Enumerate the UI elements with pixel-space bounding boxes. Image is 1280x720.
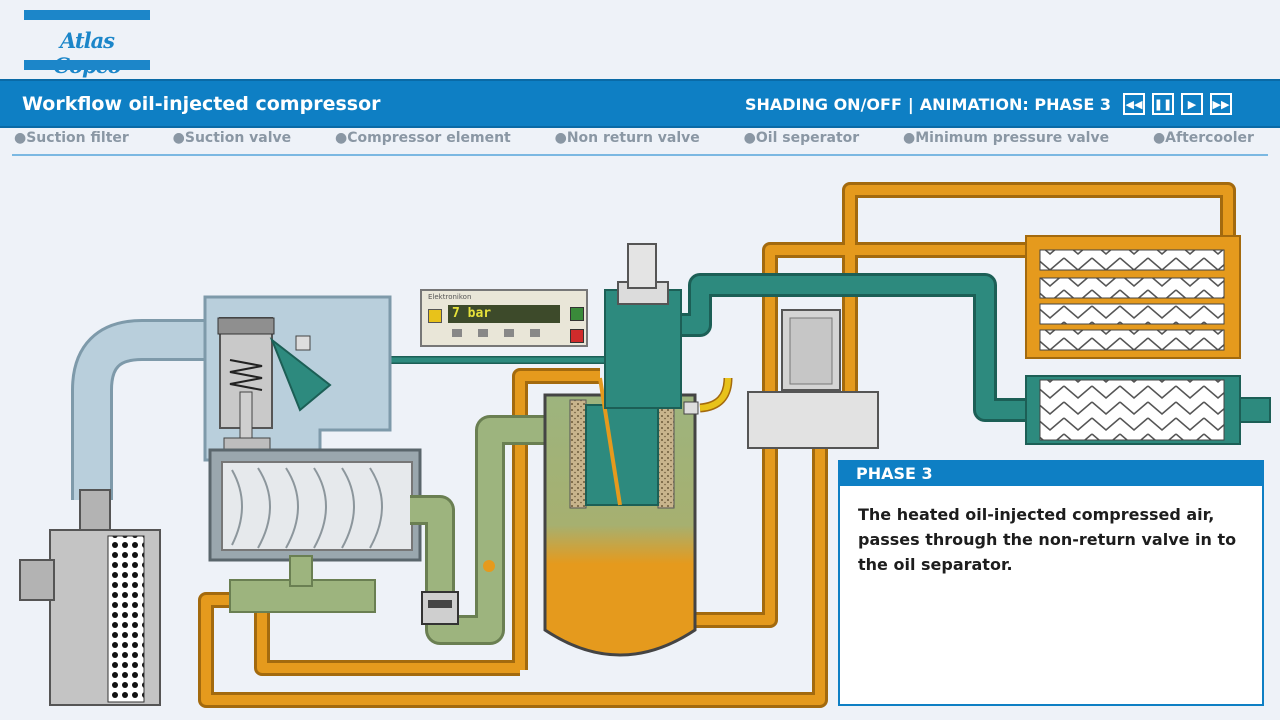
controls-separator: | [907, 94, 914, 114]
pause-icon: ❚❚ [1153, 97, 1173, 111]
compressor-element [208, 448, 422, 613]
shading-toggle[interactable]: SHADING ON/OFF [744, 94, 902, 114]
divider [12, 154, 1268, 156]
phase-description: The heated oil-injected compressed air, … [858, 505, 1237, 574]
component-nav: ●Suction filter ●Suction valve ●Compress… [14, 130, 1254, 150]
oil-cooler [1025, 235, 1241, 359]
atlas-copco-logo: Atlas Copco [24, 10, 150, 78]
rewind-icon: ◀◀ [1125, 97, 1143, 111]
fast-forward-button[interactable]: ▶▶ [1210, 93, 1232, 115]
component-suction-valve[interactable]: ●Suction valve [172, 130, 292, 146]
compressor-diagram [19, 182, 1271, 708]
controller-keypad [452, 329, 540, 337]
component-suction-filter[interactable]: ●Suction filter [14, 130, 129, 146]
controller-start-icon[interactable] [570, 307, 584, 321]
controller-model: Elektronikon [428, 293, 472, 301]
suction-filter [19, 489, 161, 706]
fast-forward-icon: ▶▶ [1212, 97, 1230, 111]
discharge-line [410, 415, 560, 645]
controller-led-icon [428, 309, 442, 323]
non-return-valve [421, 591, 459, 625]
suction-valve [203, 295, 392, 462]
controller-key[interactable] [530, 329, 540, 337]
animation-controls: SHADING ON/OFF | ANIMATION: PHASE 3 ◀◀ ❚… [745, 93, 1232, 115]
component-minimum-pressure-valve[interactable]: ●Minimum pressure valve [903, 130, 1110, 146]
component-compressor-element[interactable]: ●Compressor element [335, 130, 511, 146]
controller-key[interactable] [452, 329, 462, 337]
controller-key[interactable] [478, 329, 488, 337]
header-bar: Workflow oil-injected compressor SHADING… [0, 79, 1280, 128]
page-title: Workflow oil-injected compressor [22, 93, 381, 115]
controller-display: 7 bar [448, 305, 560, 323]
play-icon: ▶ [1187, 97, 1197, 111]
phase-info-box: PHASE 3 The heated oil-injected compress… [838, 460, 1264, 706]
minimum-pressure-valve [747, 309, 879, 449]
component-aftercooler[interactable]: ●Aftercooler [1152, 130, 1254, 146]
controller-stop-icon[interactable] [570, 329, 584, 343]
play-button[interactable]: ▶ [1181, 93, 1203, 115]
phase-heading: PHASE 3 [840, 462, 1262, 486]
oil-separator [483, 243, 733, 657]
aftercooler [1025, 375, 1271, 445]
component-non-return-valve[interactable]: ●Non return valve [554, 130, 700, 146]
controller-panel[interactable]: Elektronikon 7 bar [420, 289, 588, 347]
suction-duct [71, 319, 210, 500]
animation-phase-label: ANIMATION: PHASE 3 [919, 94, 1111, 114]
controller-key[interactable] [504, 329, 514, 337]
rewind-button[interactable]: ◀◀ [1123, 93, 1145, 115]
component-oil-separator[interactable]: ●Oil seperator [743, 130, 860, 146]
pause-button[interactable]: ❚❚ [1152, 93, 1174, 115]
